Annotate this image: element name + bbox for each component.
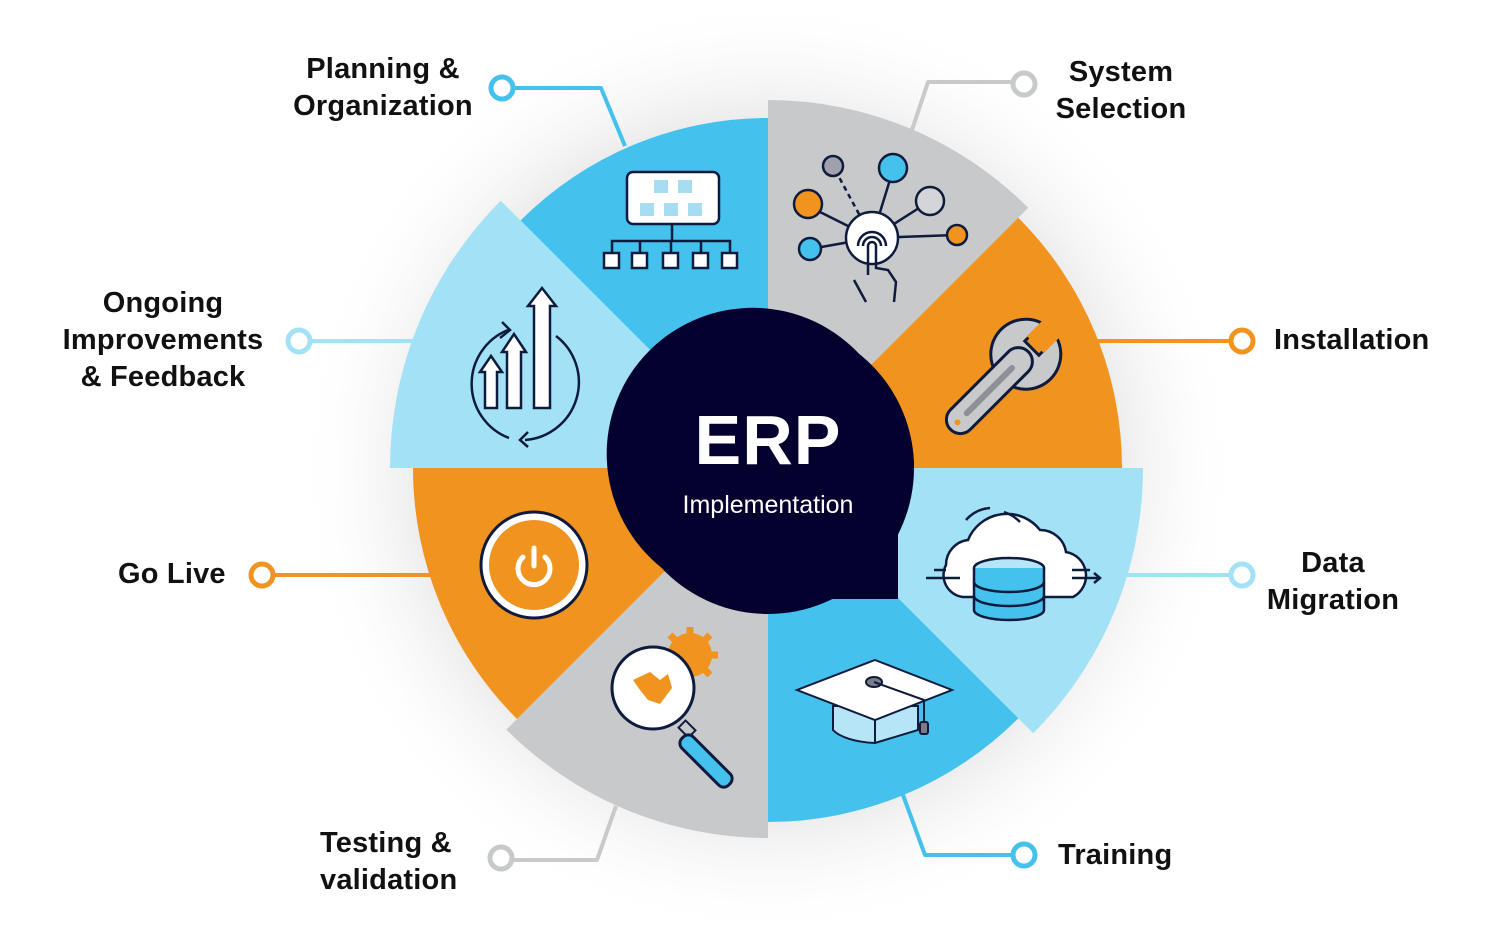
label-line: Migration — [1266, 584, 1400, 616]
label-line: Testing & — [320, 827, 452, 859]
node-installation — [1228, 327, 1256, 355]
label-line: & Feedback — [80, 361, 246, 393]
label-data-migration: Data Migration — [1264, 545, 1402, 619]
label-line: Organization — [293, 90, 473, 122]
node-system-selection — [1010, 70, 1038, 98]
label-planning: Planning & Organization — [293, 51, 473, 125]
wrench-icon — [944, 314, 1066, 436]
label-line: Improvements — [62, 324, 264, 356]
label-line: Selection — [1055, 93, 1187, 125]
growth-cycle-icon — [470, 285, 581, 448]
label-line: validation — [320, 864, 458, 896]
label-go-live: Go Live — [118, 556, 226, 593]
node-planning — [488, 74, 516, 102]
label-system-selection: System Selection — [1054, 54, 1188, 128]
center-subtitle: Implementation — [682, 491, 854, 519]
node-testing — [487, 844, 515, 872]
label-line: Planning & — [306, 53, 460, 85]
label-line: Ongoing — [102, 287, 224, 319]
touch-network-icon — [792, 152, 969, 303]
label-line: Training — [1058, 839, 1173, 871]
cloud-database-icon — [926, 506, 1102, 622]
label-line: System — [1068, 56, 1174, 88]
label-testing: Testing & validation — [320, 825, 457, 899]
node-go-live — [248, 561, 276, 589]
label-installation: Installation — [1274, 322, 1429, 359]
label-ongoing: Ongoing Improvements & Feedback — [60, 285, 266, 396]
power-button-icon — [479, 510, 589, 620]
connector-planning — [514, 86, 627, 147]
connector-testing — [513, 805, 618, 862]
connector-system-selection — [910, 80, 1012, 131]
connector-training — [901, 794, 1012, 857]
node-data-migration — [1228, 561, 1256, 589]
center-title: ERP — [694, 401, 842, 479]
node-ongoing — [285, 327, 313, 355]
label-line: Go Live — [118, 558, 226, 590]
org-chart-icon — [602, 170, 739, 270]
graduation-cap-icon — [794, 658, 955, 745]
node-training — [1010, 841, 1038, 869]
magnifier-gear-icon — [610, 627, 734, 789]
label-line: Installation — [1274, 324, 1430, 356]
label-training: Training — [1058, 837, 1172, 874]
label-line: Data — [1301, 547, 1365, 579]
center-hub-corner — [768, 468, 898, 599]
